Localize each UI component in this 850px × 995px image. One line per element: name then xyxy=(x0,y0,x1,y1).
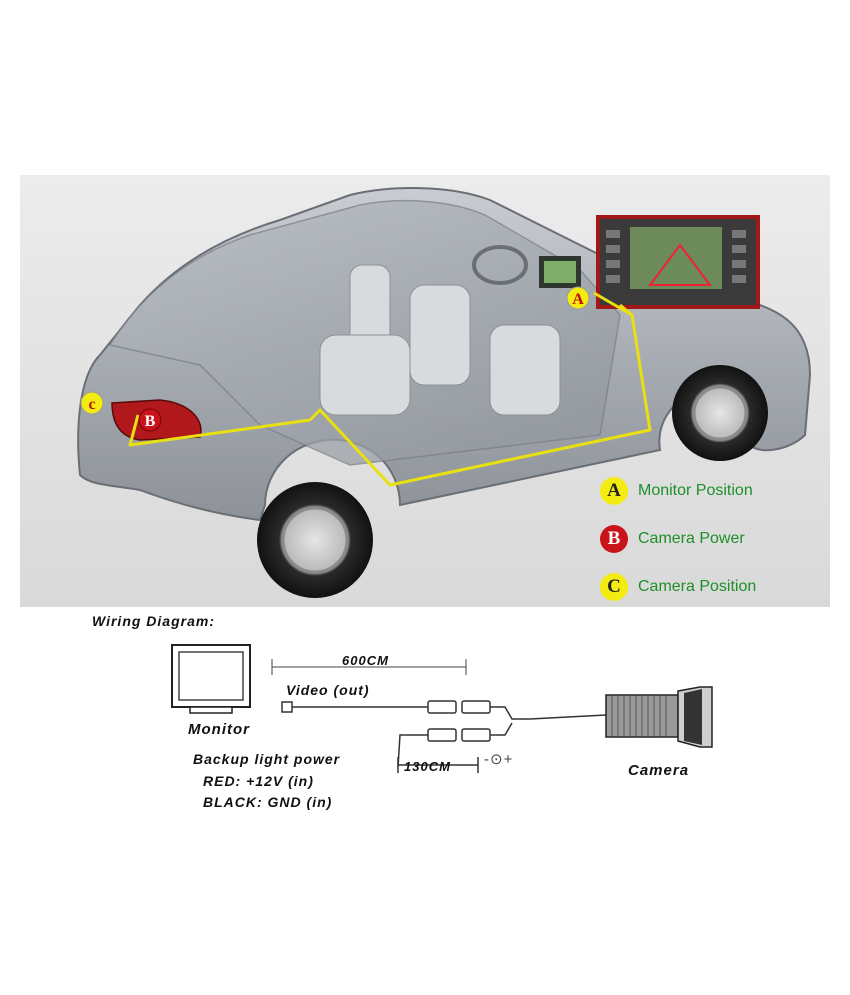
rear-wheel xyxy=(257,482,373,598)
marker-a: A xyxy=(566,286,590,310)
legend-item-camera-power: B Camera Power xyxy=(600,525,745,553)
camera-icon xyxy=(605,686,713,748)
wire-route xyxy=(128,291,652,487)
camera-cable xyxy=(529,714,607,720)
legend-item-camera-position: C Camera Position xyxy=(600,573,756,601)
legend-badge-c: C xyxy=(600,573,628,601)
marker-c: c xyxy=(80,391,104,415)
wiring-title: Wiring Diagram: xyxy=(92,613,215,629)
svg-text:A: A xyxy=(572,291,584,308)
steering-wheel xyxy=(472,245,528,285)
red-wire-label: RED: +12V (in) xyxy=(203,773,314,789)
marker-b: B xyxy=(138,408,162,432)
front-wheel xyxy=(672,365,768,461)
power-cable xyxy=(397,722,513,773)
monitor-icon xyxy=(171,644,251,714)
car-seats xyxy=(319,264,561,416)
length-130cm-label: 130CM xyxy=(404,759,451,774)
legend-badge-a: A xyxy=(600,477,628,505)
backup-light-power-label: Backup light power xyxy=(193,751,341,767)
legend-badge-b: B xyxy=(600,525,628,553)
wiring-diagram: Wiring Diagram: xyxy=(0,607,850,847)
svg-text:B: B xyxy=(145,413,156,430)
wiring-svg xyxy=(171,644,713,773)
camera-label: Camera xyxy=(628,762,690,779)
legend-item-monitor-position: A Monitor Position xyxy=(600,477,753,505)
legend-label-camera-power: Camera Power xyxy=(638,530,745,547)
black-wire-label: BLACK: GND (in) xyxy=(203,794,333,810)
legend-label-monitor-position: Monitor Position xyxy=(638,482,753,499)
head-unit-inset xyxy=(596,215,760,309)
legend-label-camera-position: Camera Position xyxy=(638,578,757,595)
video-out-label: Video (out) xyxy=(286,682,370,698)
length-600cm-label: 600CM xyxy=(342,653,389,668)
car-diagram-svg: A c B xyxy=(20,175,830,607)
dash-monitor-screen xyxy=(544,261,576,283)
svg-text:c: c xyxy=(88,396,95,413)
dimension-600cm xyxy=(271,659,467,675)
car-illustration: A c B xyxy=(20,175,830,607)
monitor-label: Monitor xyxy=(188,721,250,738)
polarity-symbol: -⊙+ xyxy=(484,751,514,768)
video-cable xyxy=(281,700,530,720)
